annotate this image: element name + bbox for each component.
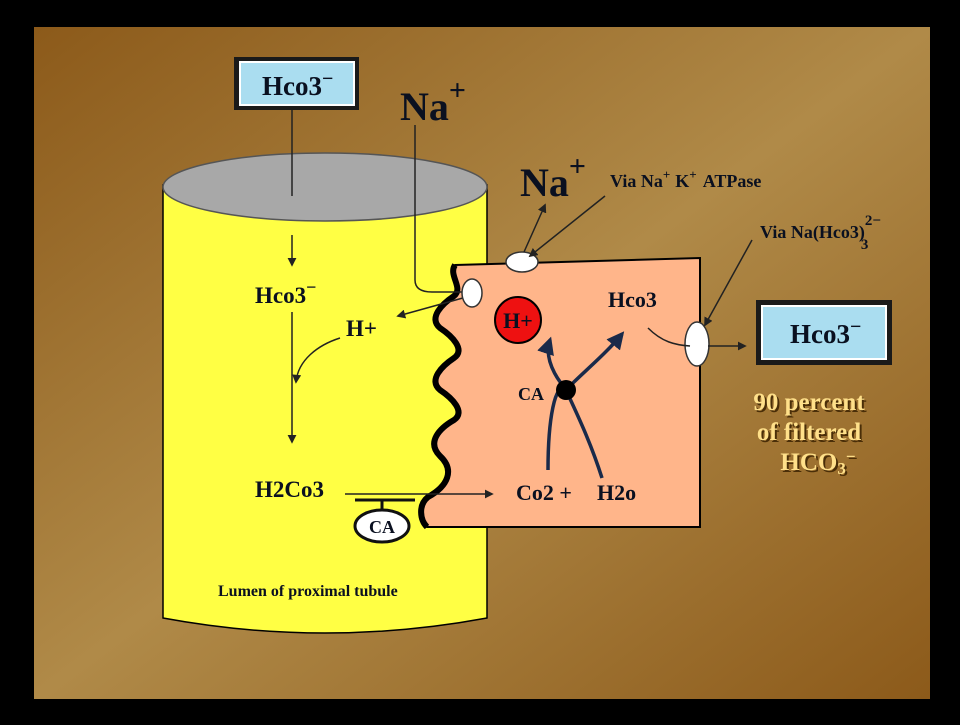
svg-text:Hco3−: Hco3−	[790, 316, 861, 349]
na-out-label: Na+	[520, 150, 586, 205]
atpase-label: Via Na+K+ATPase	[610, 167, 761, 191]
lumen-ca-enzyme: CA	[353, 498, 415, 544]
svg-text:CA: CA	[369, 517, 395, 537]
cell-hco3-label: Hco3	[608, 287, 657, 312]
na-into-cell-path	[414, 196, 472, 297]
cell-co2-label: Co2 +	[516, 480, 572, 505]
cell-h2o-label: H2o	[597, 480, 636, 505]
percent-line-2: of filtered	[756, 418, 862, 446]
lumen-h2co3-label: H2Co3	[255, 477, 324, 502]
lumen-caption: Lumen of proximal tubule	[218, 583, 398, 600]
svg-text:Hco3−: Hco3−	[262, 68, 333, 101]
cell-ca-label: CA	[518, 384, 544, 404]
atpase-pointer-line	[528, 195, 606, 258]
na-h-exchanger	[461, 278, 483, 308]
na-top-label: Na+	[400, 74, 466, 129]
cell-hplus-circle: H+	[494, 296, 542, 344]
lumen-hplus-label: H+	[346, 316, 377, 341]
cell-ca-reaction	[537, 331, 625, 479]
hplus-secretion-arrow	[396, 295, 471, 319]
percent-line-3: HCO3−	[780, 447, 856, 478]
right-hco3-box: Hco3−	[756, 300, 892, 365]
lumen-tube	[162, 152, 488, 634]
percent-line-1: 90 percent	[753, 389, 865, 416]
filtered-percent-note: 90 percent of filtered HCO3−	[724, 388, 894, 479]
brush-border	[418, 263, 462, 530]
hplus-curve-arrow	[292, 337, 341, 384]
top-hco3-box: Hco3−	[234, 57, 359, 110]
na-hco3-cotransporter	[684, 321, 710, 367]
cotransport-pointer-line	[704, 239, 753, 327]
na-exit-arrow	[523, 203, 547, 253]
cotransport-label: Via Na(Hco3)2−3	[760, 213, 881, 253]
hco3-exit-curve	[647, 327, 691, 347]
na-k-atpase-pump	[505, 251, 539, 273]
svg-text:H+: H+	[503, 308, 533, 333]
lumen-hco3-label: Hco3−	[255, 277, 316, 308]
